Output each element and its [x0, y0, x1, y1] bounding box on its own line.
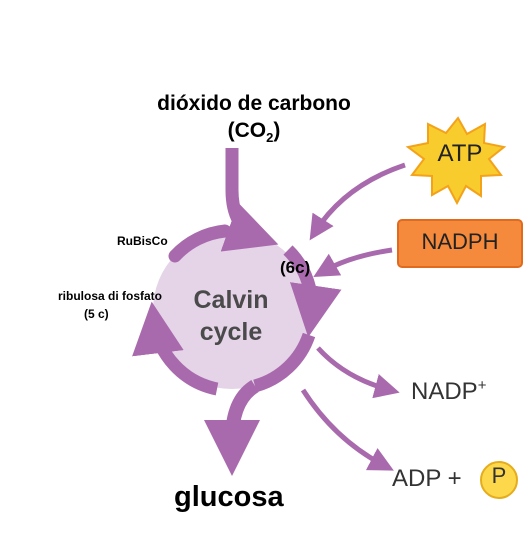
- nadph-input-arrow: [313, 247, 393, 277]
- six-carbon-label: (6c): [280, 258, 311, 277]
- co2-formula: (CO2): [0, 119, 508, 145]
- cycle-title: Calvin cycle: [168, 284, 294, 348]
- co2-formula-subscript: 2: [266, 130, 274, 146]
- atp-burst-icon: [405, 116, 507, 206]
- phosphate-circle-icon: [480, 461, 518, 499]
- cycle-arrow-left: [132, 301, 219, 396]
- co2-label: dióxido de carbono: [157, 92, 351, 115]
- nadp-main: NADP: [411, 378, 478, 405]
- rubisco-label: RuBisCo: [117, 234, 168, 248]
- phosphate-label: P: [491, 463, 507, 488]
- cycle-center: [153, 231, 311, 389]
- co2-formula-end: ): [273, 119, 281, 142]
- ribulose-label: ribulosa di fosfato: [58, 289, 163, 303]
- atp-label: ATP: [437, 140, 483, 167]
- nadp-label: NADP+: [411, 377, 486, 406]
- atp-input-arrow: [309, 162, 406, 241]
- co2-input-arrow: [220, 148, 279, 252]
- cycle-title-line1: Calvin: [193, 286, 269, 314]
- glucose-output-arrow: [204, 380, 260, 476]
- nadp-output-arrow: [316, 346, 400, 399]
- cycle-arrow-top: [168, 224, 232, 263]
- five-carbon-label: (5 c): [84, 307, 109, 321]
- adp-output-arrow: [300, 388, 394, 471]
- nadph-box: [397, 219, 523, 268]
- cycle-title-line2: cycle: [199, 318, 263, 346]
- cycle-arrow-right: [283, 245, 342, 338]
- glucose-label: glucosa: [174, 481, 284, 513]
- nadph-label: NADPH: [421, 229, 499, 254]
- adp-label: ADP +: [392, 465, 462, 492]
- co2-formula-main: (CO: [227, 119, 267, 142]
- nadp-superscript: +: [477, 377, 487, 394]
- cycle-arrow-out-join: [253, 332, 316, 393]
